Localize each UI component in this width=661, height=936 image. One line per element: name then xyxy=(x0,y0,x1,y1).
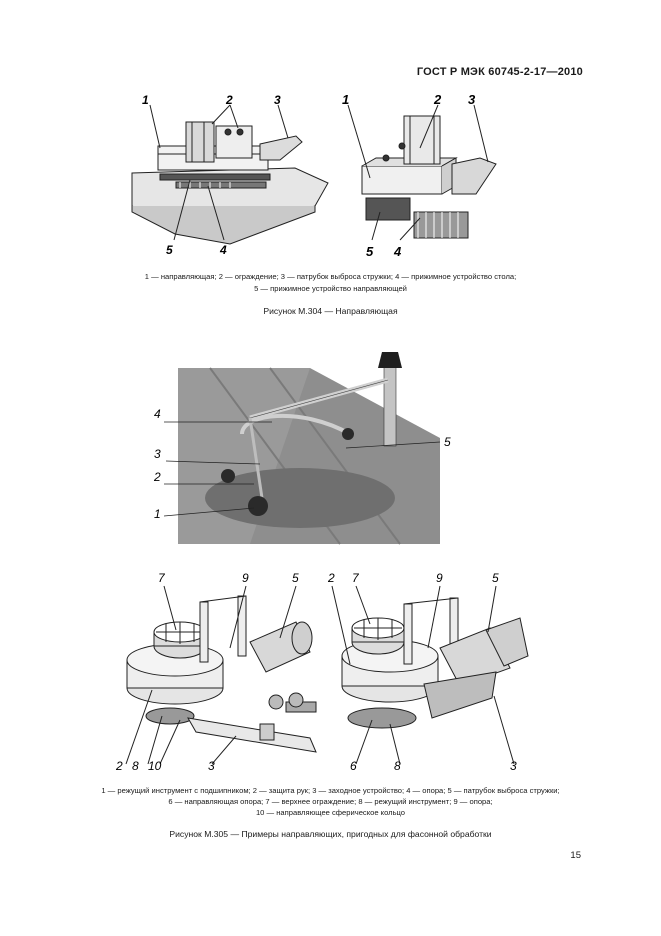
callout-305-right-6: 6 xyxy=(350,759,357,773)
callout-305-left-8: 8 xyxy=(132,759,139,773)
callout-305-right-7: 7 xyxy=(352,571,360,585)
callout-304-right-4: 4 xyxy=(393,244,402,259)
page-number: 15 xyxy=(570,850,581,861)
callout-304-right-2: 2 xyxy=(433,92,442,107)
callout-305-left-2: 2 xyxy=(115,759,123,773)
callout-305-right-9: 9 xyxy=(436,571,443,585)
photo-guide: 4 3 2 1 5 xyxy=(153,352,451,545)
callout-305-right-8: 8 xyxy=(394,759,401,773)
callout-304-left-5: 5 xyxy=(166,243,173,257)
callout-304-right-3: 3 xyxy=(468,92,476,107)
callout-305-right-2: 2 xyxy=(327,571,335,585)
callout-304-right-5: 5 xyxy=(366,244,374,259)
photo-callout-1: 1 xyxy=(154,507,161,521)
figure-305-right-drawing xyxy=(331,585,529,765)
figure-304-legend-line-1: 1 — направляющая; 2 — ограждение; 3 — па… xyxy=(144,272,517,281)
callout-305-left-5: 5 xyxy=(292,571,299,585)
figure-305-caption: Рисунок М.305 — Примеры направляющих, пр… xyxy=(169,829,492,839)
callout-304-left-2: 2 xyxy=(225,93,233,107)
figure-305-left-drawing xyxy=(125,585,317,765)
figure-304-right-drawing xyxy=(347,104,497,241)
photo-callout-4: 4 xyxy=(154,407,161,421)
figure-305-drawings: 7 9 5 2 8 10 3 2 7 9 5 6 8 3 xyxy=(115,571,529,773)
callout-305-right-3: 3 xyxy=(510,759,517,773)
callout-305-left-10: 10 xyxy=(148,759,162,773)
callout-305-right-5: 5 xyxy=(492,571,499,585)
callout-305-left-7: 7 xyxy=(158,571,166,585)
callout-304-left-1: 1 xyxy=(142,93,149,107)
photo-callout-5: 5 xyxy=(444,435,451,449)
photo-callout-3: 3 xyxy=(154,447,161,461)
photo-callout-2: 2 xyxy=(153,470,161,484)
callout-305-left-9: 9 xyxy=(242,571,249,585)
callout-304-right-1: 1 xyxy=(342,92,349,107)
figure-304-legend-line-2: 5 — прижимное устройство направляющей xyxy=(254,284,407,293)
figure-305-legend-line-1: 1 — режущий инструмент с подшипником; 2 … xyxy=(101,786,560,795)
figure-305-legend-line-3: 10 — направляющее сферическое кольцо xyxy=(255,808,406,817)
figure-304-left-drawing xyxy=(131,104,329,245)
figure-304-caption: Рисунок М.304 — Направляющая xyxy=(263,306,398,316)
callout-304-left-4: 4 xyxy=(219,243,227,257)
document-header: ГОСТ Р МЭК 60745-2-17—2010 xyxy=(416,66,583,78)
figure-304-drawings: 1 2 3 5 4 1 2 3 5 4 xyxy=(131,92,497,259)
callout-304-left-3: 3 xyxy=(274,93,281,107)
callout-305-left-3: 3 xyxy=(208,759,215,773)
figure-305-legend-line-2: 6 — направляющая опора; 7 — верхнее огра… xyxy=(168,797,493,806)
